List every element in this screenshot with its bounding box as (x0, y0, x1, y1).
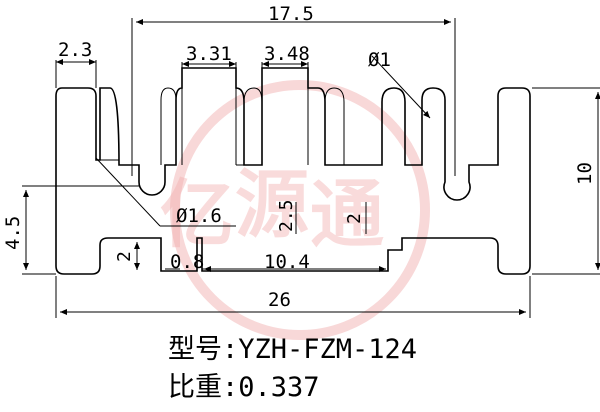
watermark-logo: 亿 源 通 (160, 80, 430, 340)
dim-base-left: 4.5 (2, 216, 24, 250)
fin-cap-1 (160, 87, 177, 101)
fin-cap-3 (324, 87, 345, 165)
fin-walls (160, 100, 345, 165)
dim-left-wall: 2.3 (58, 39, 92, 61)
dim-root-radius: Ø1.6 (176, 205, 222, 227)
dim-bottom-channel: 10.4 (264, 251, 310, 273)
dim-slot-2: 3.48 (264, 43, 310, 65)
model-number: 型号:YZH-FZM-124 (168, 334, 418, 365)
dim-top-span: 17.5 (268, 3, 314, 25)
left-fin-line (99, 88, 119, 161)
extension-lines (22, 18, 600, 318)
fin-cap-2 (243, 87, 263, 103)
dimension-lines (23, 19, 600, 315)
dim-slot-1: 3.31 (186, 43, 232, 65)
profile-outline (55, 67, 531, 275)
dim-step-height: 2 (344, 213, 365, 224)
dim-overall-width: 26 (268, 289, 291, 311)
dim-fin-radius: Ø1 (368, 49, 391, 71)
dim-groove-gap: 0.8 (170, 251, 204, 273)
specific-weight: 比重:0.337 (168, 372, 320, 403)
svg-text:通: 通 (310, 172, 384, 258)
dim-groove-depth: 2 (114, 251, 135, 262)
dim-height: 10 (574, 162, 596, 185)
svg-text:源: 源 (235, 162, 309, 248)
dim-channel-height: 2.5 (276, 199, 297, 232)
